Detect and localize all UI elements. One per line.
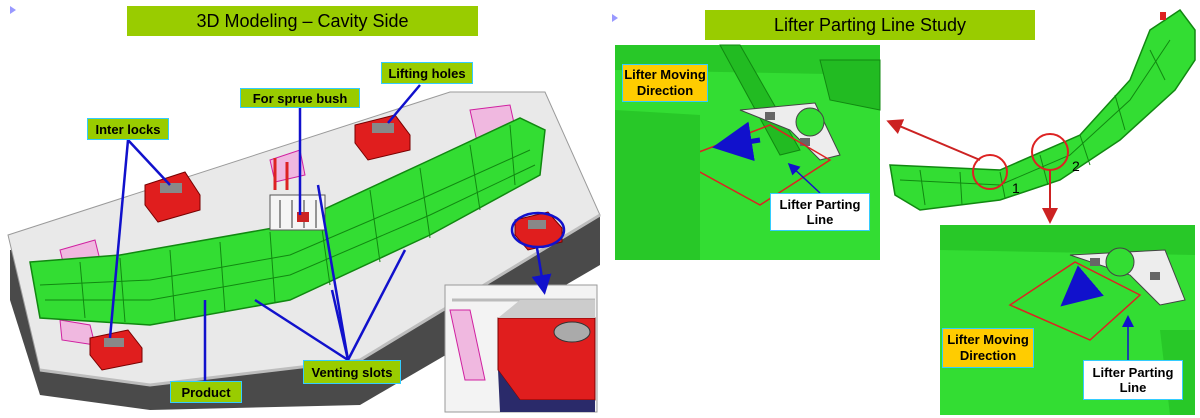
highlight-circle-left [510, 211, 566, 249]
detail-circle-1 [972, 154, 1008, 190]
leader-lines-right [787, 162, 1134, 360]
label-inter-locks: Inter locks [87, 118, 169, 140]
inset-arrow [531, 247, 552, 295]
label-product: Product [170, 381, 242, 403]
interlock-block-right [514, 211, 563, 251]
title-cavity-side: 3D Modeling – Cavity Side [127, 6, 478, 36]
label-lifter-parting-line-top: Lifter Parting Line [770, 193, 870, 231]
label-lifter-moving-direction-bottom: Lifter Moving Direction [942, 328, 1034, 368]
label-lifter-moving-direction-top: Lifter Moving Direction [622, 64, 708, 102]
interlock-zoom-inset [444, 284, 598, 413]
leader-lines-left [108, 84, 421, 381]
label-for-sprue-bush: For sprue bush [240, 88, 360, 108]
product-part [29, 117, 546, 326]
sprue-bush-area [269, 158, 326, 231]
label-venting-slots: Venting slots [303, 360, 401, 384]
label-lifter-parting-line-bottom: Lifter Parting Line [1083, 360, 1183, 400]
interlock-block-upper [144, 171, 201, 223]
corner-mark-left [10, 6, 16, 14]
corner-mark-right [612, 14, 618, 22]
detail-marker-1: 1 [1012, 180, 1020, 196]
label-lifting-holes: Lifting holes [381, 62, 473, 84]
detail-marker-2: 2 [1072, 158, 1080, 174]
title-lifter-parting: Lifter Parting Line Study [705, 10, 1035, 40]
detail-arrow-1 [886, 119, 981, 161]
lifter-beam [889, 8, 1196, 211]
interlock-block-lower [89, 329, 143, 371]
